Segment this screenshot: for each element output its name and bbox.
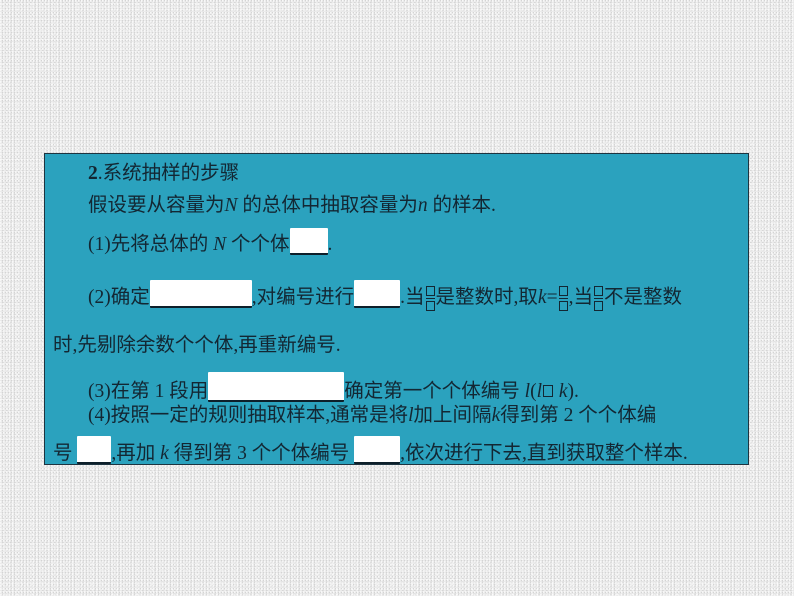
var-k: k	[160, 443, 169, 464]
missing-glyph-icon	[425, 285, 435, 296]
fraction-N-over-n	[425, 285, 435, 312]
step1-suffix: .	[327, 234, 333, 255]
step-4: (4)按照一定的规则抽取样本,通常是将l加上间隔k得到第 2 个个体编	[88, 404, 656, 428]
step2-middle3: 是整数时,取	[435, 287, 538, 308]
missing-glyph-icon	[425, 301, 435, 312]
answer-blank-4[interactable]	[208, 372, 345, 402]
step2-middle5: 不是整数	[603, 287, 682, 308]
step4-line2-suffix: ,依次进行下去,直到获取整个样本.	[400, 443, 688, 464]
step2-prefix: (2)确定	[88, 287, 150, 308]
intro-text-2: 的总体中抽取容量为	[237, 195, 418, 216]
fraction-N-over-n	[593, 285, 603, 312]
step2-middle1: ,对编号进行	[251, 287, 355, 308]
step2-continuation-text: 时,先剔除余数个个体,再重新编号.	[53, 335, 341, 356]
var-k: k	[558, 381, 568, 402]
heading-title: .系统抽样的步骤	[97, 163, 240, 184]
answer-blank-5[interactable]	[77, 436, 112, 464]
answer-blank-6[interactable]	[354, 436, 401, 464]
var-l: l	[536, 381, 542, 402]
missing-glyph-icon	[558, 301, 568, 312]
missing-glyph-icon	[542, 385, 553, 397]
answer-blank-3[interactable]	[354, 280, 401, 308]
intro-text-1: 假设要从容量为	[88, 195, 225, 216]
fraction-N-over-n	[558, 285, 568, 312]
step2-middle4: ,当	[568, 287, 593, 308]
var-l: l	[524, 381, 531, 402]
step-4-continuation: 号 ,再加 k 得到第 3 个个体编号 ,依次进行下去,直到获取整个样本.	[53, 436, 688, 464]
step4-line1-mid: 加上间隔	[413, 405, 492, 426]
step-3: (3)在第 1 段用 确定第一个个体编号 l(l k).	[88, 372, 579, 402]
answer-blank-2[interactable]	[149, 280, 252, 308]
heading-number: 2	[88, 163, 98, 184]
step4-line2-mid2: 得到第 3 个个体编号	[168, 443, 355, 464]
content-panel: 2.系统抽样的步骤 假设要从容量为N 的总体中抽取容量为n 的样本. (1)先将…	[44, 153, 749, 465]
missing-glyph-icon	[593, 301, 603, 312]
intro-line: 假设要从容量为N 的总体中抽取容量为n 的样本.	[88, 194, 496, 218]
step-1: (1)先将总体的 N 个个体.	[88, 228, 333, 255]
paren-open: (	[530, 381, 537, 402]
var-N: N	[224, 195, 238, 216]
answer-blank-1[interactable]	[289, 228, 328, 255]
intro-text-3: 的样本.	[427, 195, 496, 216]
var-k: k	[491, 405, 501, 426]
step-2: (2)确定 ,对编号进行 .当是整数时,取k= ,当不是整数	[88, 280, 682, 312]
step4-line2-mid1: ,再加	[111, 443, 161, 464]
section-heading: 2.系统抽样的步骤	[88, 162, 239, 186]
var-n: n	[417, 195, 428, 216]
step3-prefix: (3)在第 1 段用	[88, 381, 209, 402]
step3-middle: 确定第一个个体编号	[344, 381, 525, 402]
step2-middle2: .当	[400, 287, 425, 308]
missing-glyph-icon	[558, 285, 568, 296]
paren-close: ).	[567, 381, 579, 402]
var-k: k	[537, 287, 547, 308]
missing-glyph-icon	[593, 285, 603, 296]
var-N: N	[213, 234, 227, 255]
step4-line1-prefix: (4)按照一定的规则抽取样本,通常是将	[88, 405, 409, 426]
var-l: l	[408, 405, 414, 426]
step4-line1-suffix: 得到第 2 个个体编	[500, 405, 657, 426]
step1-prefix: (1)先将总体的	[88, 234, 214, 255]
step-2-continuation: 时,先剔除余数个个体,再重新编号.	[53, 334, 341, 358]
step1-middle: 个个体	[226, 234, 290, 255]
step4-line2-prefix: 号	[53, 443, 78, 464]
equals-sign: =	[546, 287, 558, 308]
